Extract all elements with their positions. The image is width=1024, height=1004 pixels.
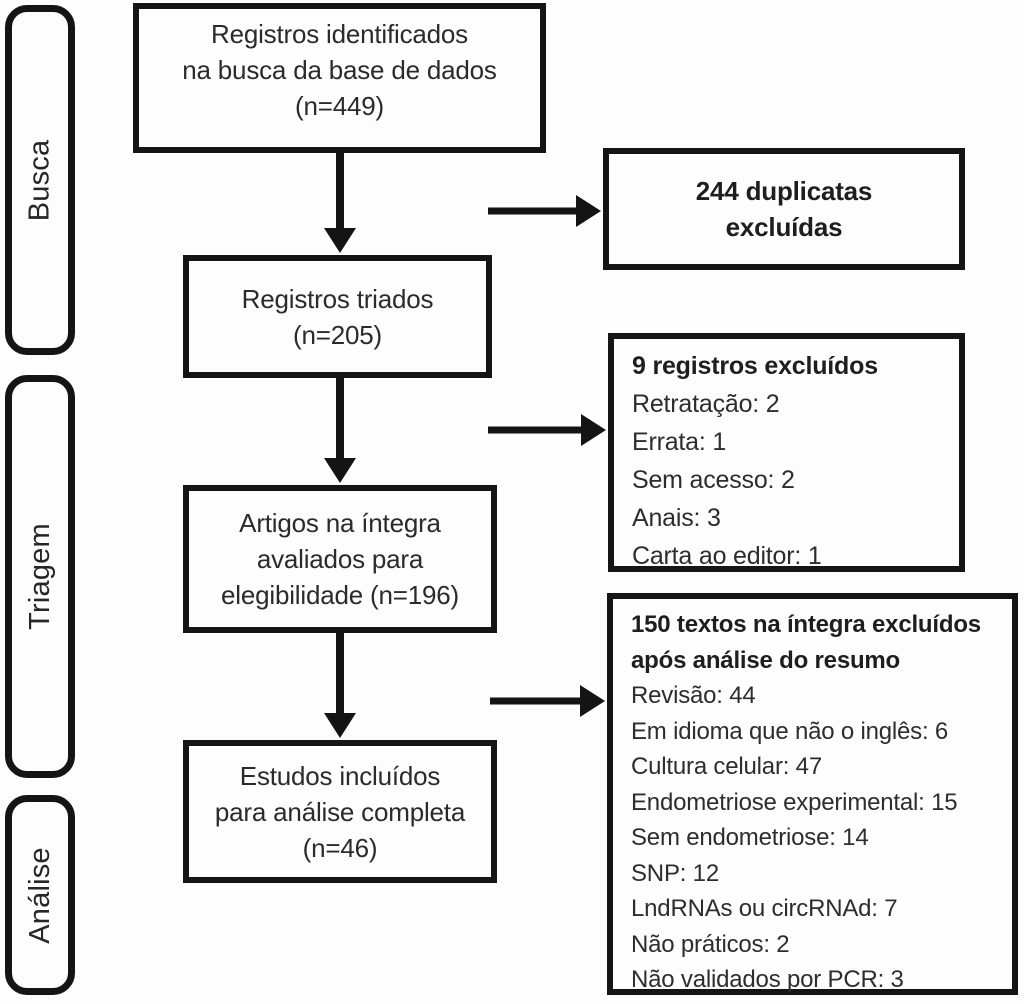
exclusion-records-title: 9 registros excluídos	[632, 352, 878, 380]
arrow-head	[580, 685, 605, 717]
arrow-shaft	[336, 633, 344, 716]
arrow-head	[324, 228, 356, 253]
arrow-down-identified-to-screened	[323, 153, 357, 253]
stage-label-analise: Análise	[23, 846, 56, 944]
exclusion-box-duplicates: 244 duplicatas excluídas	[603, 148, 965, 270]
stage-label-busca: Busca	[23, 139, 56, 221]
exclusion-box-records: 9 registros excluídos Retratação: 2 Erra…	[608, 333, 965, 572]
flow-box-included-text: Estudos incluídos para análise completa …	[214, 760, 466, 863]
exclusion-item: Cultura celular: 47	[631, 753, 822, 780]
exclusion-item: Não práticos: 2	[631, 930, 790, 958]
stage-box-triagem: Triagem	[5, 375, 75, 778]
exclusion-fulltext-title: 150 textos na íntegra excluídos após aná…	[631, 611, 981, 674]
exclusion-duplicates-title: 244 duplicatas excluídas	[695, 176, 873, 242]
exclusion-item: LndRNAs ou circRNAd: 7	[631, 895, 898, 922]
exclusion-item: Retratação: 2	[632, 390, 780, 418]
arrow-head	[576, 195, 601, 227]
flow-box-eligibility-text: Artigos na íntegra avaliados para elegib…	[221, 508, 459, 610]
arrow-shaft	[488, 426, 584, 434]
exclusion-box-fulltext: 150 textos na íntegra excluídos após aná…	[607, 593, 1018, 995]
exclusion-item: Anais: 3	[632, 504, 721, 532]
stage-box-busca: Busca	[5, 5, 75, 355]
flow-box-screened-text: Registros triados (n=205)	[241, 283, 434, 350]
arrow-down-screened-to-eligibility	[323, 378, 357, 483]
arrow-shaft	[488, 207, 579, 215]
exclusion-item: SNP: 12	[631, 859, 719, 887]
arrow-head	[324, 458, 356, 483]
arrow-right-to-duplicates	[488, 194, 601, 228]
exclusion-item: Sem endometriose: 14	[631, 824, 869, 851]
arrow-shaft	[336, 378, 344, 461]
arrow-right-to-fulltext-excluded	[490, 684, 605, 718]
flow-box-screened: Registros triados (n=205)	[183, 255, 492, 378]
exclusion-item: Não validados por PCR: 3	[631, 966, 904, 993]
exclusion-item: Sem acesso: 2	[632, 466, 795, 494]
exclusion-item: Errata: 1	[632, 428, 727, 456]
flow-box-eligibility: Artigos na íntegra avaliados para elegib…	[183, 485, 497, 633]
stage-label-triagem: Triagem	[23, 523, 56, 630]
exclusion-item: Em idioma que não o inglês: 6	[631, 717, 949, 745]
arrow-right-to-records-excluded	[488, 413, 606, 447]
flow-box-identified: Registros identificados na busca da base…	[133, 3, 546, 153]
exclusion-item: Revisão: 44	[631, 682, 756, 709]
arrow-down-eligibility-to-included	[323, 633, 357, 738]
stage-box-analise: Análise	[5, 795, 75, 995]
arrow-head	[324, 713, 356, 738]
flow-box-identified-text: Registros identificados na busca da base…	[182, 19, 497, 121]
arrow-shaft	[336, 153, 344, 231]
exclusion-item: Endometriose experimental: 15	[631, 788, 958, 816]
flow-box-included: Estudos incluídos para análise completa …	[183, 740, 497, 883]
arrow-shaft	[490, 697, 583, 705]
exclusion-item: Carta ao editor: 1	[632, 542, 822, 570]
arrow-head	[581, 414, 606, 446]
